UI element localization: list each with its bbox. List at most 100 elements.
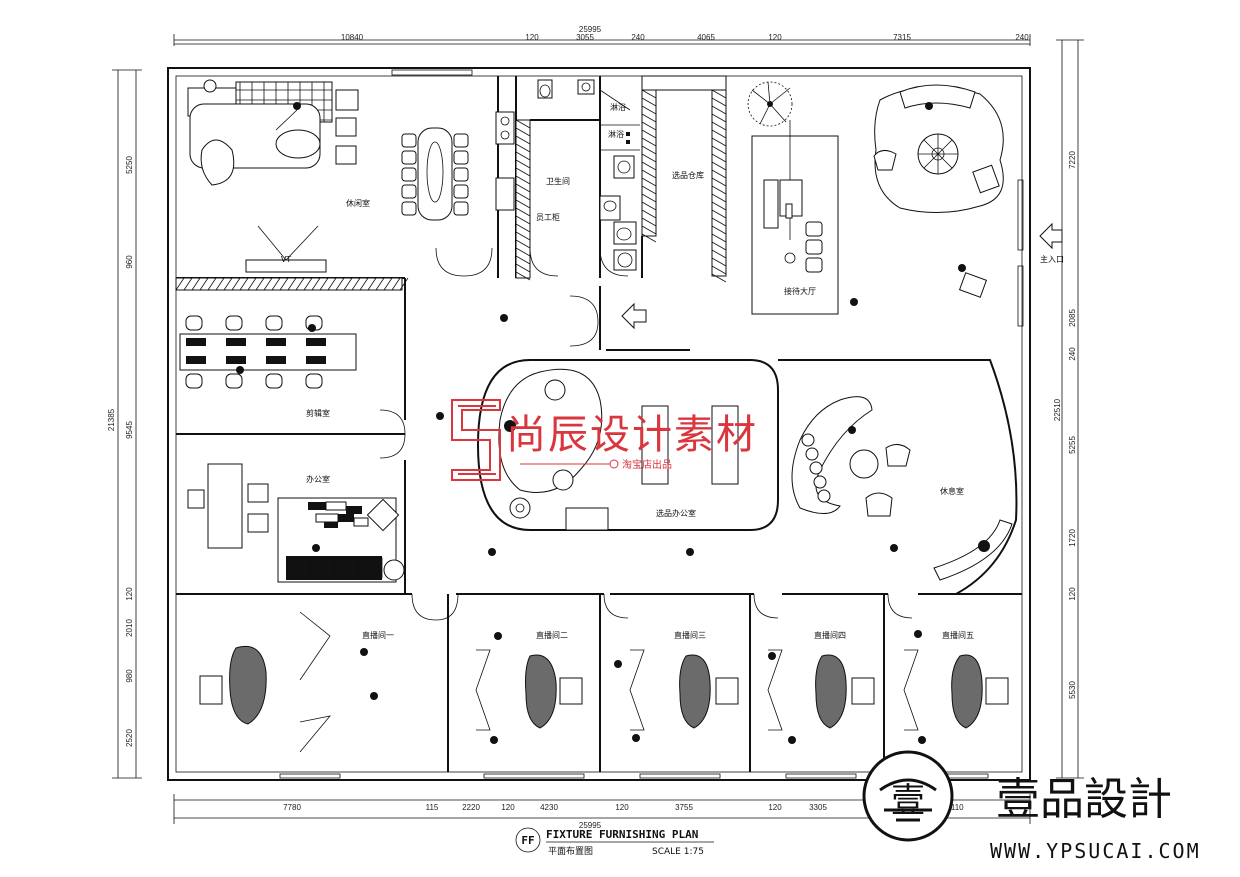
dim-left-7: 2520 — [125, 729, 134, 747]
dim-right-4: 5255 — [1068, 436, 1077, 454]
meeting-chair — [453, 201, 469, 216]
watermark-text: 尚辰设计素材 — [506, 412, 758, 458]
window — [483, 773, 585, 779]
meeting-chair — [453, 150, 469, 165]
rest-room: 休息室 — [778, 359, 1018, 595]
lounge-room: VT 休闲室 — [176, 69, 499, 279]
reception-room: 接待大厅 主入口 — [747, 81, 1064, 327]
meeting-chair — [401, 201, 417, 216]
desk-chair — [265, 373, 283, 389]
dim-bottom-4: 120 — [501, 803, 515, 812]
monitor — [266, 356, 286, 364]
rest-seat — [805, 447, 819, 461]
desk-chair — [185, 315, 203, 331]
label-warehouse: 选品仓库 — [672, 170, 704, 180]
dim-top-3: 3055 — [576, 33, 594, 42]
dim-top-total: 25995 — [579, 25, 602, 34]
brand-logo-icon — [862, 750, 954, 842]
label-live-3: 直播间三 — [674, 630, 706, 640]
dim-top-2: 120 — [525, 33, 539, 42]
dim-bottom-3: 2220 — [462, 803, 480, 812]
window — [279, 773, 341, 779]
label-office: 办公室 — [306, 474, 330, 484]
label-live-2: 直播间二 — [536, 630, 568, 640]
dim-right-2: 2085 — [1068, 309, 1077, 327]
label-shower-1: 淋浴 — [610, 102, 626, 112]
drawing-scale: SCALE 1:75 — [652, 847, 704, 857]
dim-right-7: 5530 — [1068, 681, 1077, 699]
watermark: 尚辰设计素材 淘宝店出品 — [451, 399, 758, 481]
live-rooms: 直播间一 直播间二 直播间三 直播间四 直播间五 — [176, 593, 1022, 779]
meeting-chair — [401, 167, 417, 182]
reception-seat — [805, 257, 823, 273]
dim-left-total: 21385 — [107, 408, 116, 431]
reception-seat — [805, 221, 823, 237]
meeting-chair — [453, 167, 469, 182]
monitor — [186, 356, 206, 364]
label-rest-room: 休息室 — [940, 486, 964, 496]
brand-url: WWW.YPSUCAI.COM — [990, 839, 1201, 863]
dim-top-1: 10840 — [341, 33, 364, 42]
dim-right-6: 120 — [1068, 587, 1077, 601]
left-dimension-chain: 21385 5250 960 9545 120 2010 980 2520 — [107, 69, 142, 779]
window — [785, 773, 857, 779]
dim-bottom-7: 3755 — [675, 803, 693, 812]
dim-right-5: 1720 — [1068, 529, 1077, 547]
dim-left-4: 120 — [125, 587, 134, 601]
label-editing: 剪辑室 — [306, 408, 330, 418]
title-tag: FF — [521, 834, 534, 847]
desk-chair — [265, 315, 283, 331]
monitor — [266, 338, 286, 346]
label-reception: 接待大厅 — [784, 286, 816, 296]
label-shower-2: 淋浴 — [608, 129, 624, 139]
meeting-chair — [401, 133, 417, 148]
brand-name: 壹品設計 — [996, 774, 1172, 825]
dim-right-total: 22510 — [1053, 398, 1062, 421]
reception-seat — [805, 239, 823, 255]
dim-bottom-6: 120 — [615, 803, 629, 812]
dim-top-6: 120 — [768, 33, 782, 42]
service-block: 淋浴 淋浴 卫生间 员工柜 选品仓库 — [495, 75, 727, 283]
editing-room: 剪辑室 — [175, 277, 409, 435]
doors — [379, 247, 913, 621]
window — [639, 773, 721, 779]
monitor — [306, 338, 326, 346]
label-tv: VT — [281, 255, 291, 264]
dim-bottom-8: 120 — [768, 803, 782, 812]
drawing-title: FIXTURE FURNISHING PLAN — [546, 828, 698, 841]
monitor — [226, 338, 246, 346]
top-dimension-chain: 25995 10840 120 3055 240 4065 120 7315 2… — [173, 25, 1031, 46]
watermark-sub: 淘宝店出品 — [622, 458, 672, 471]
title-block: FF FIXTURE FURNISHING PLAN 平面布置图 SCALE 1… — [515, 827, 714, 857]
rest-seat — [809, 461, 823, 475]
meeting-chair — [453, 184, 469, 199]
dim-bottom-11: 3110 — [946, 803, 964, 812]
label-selection-office: 选品办公室 — [656, 508, 696, 518]
label-live-1: 直播间一 — [362, 630, 394, 640]
dim-left-6: 980 — [125, 669, 134, 683]
selection-office-room: 选品办公室 — [476, 359, 779, 531]
corridor-arrow-icon — [599, 286, 690, 351]
label-entrance: 主入口 — [1040, 254, 1064, 264]
dim-bottom-2: 115 — [426, 803, 439, 812]
label-staff-cabinet: 员工柜 — [536, 212, 560, 222]
brand-logo-char: 壹 — [891, 781, 925, 821]
dim-left-5: 2010 — [125, 619, 134, 637]
dim-bottom-total: 25995 — [579, 821, 602, 830]
right-dimension-chain: 7220 2085 240 5255 1720 120 5530 22510 — [1053, 39, 1084, 779]
dim-top-8: 240 — [1015, 33, 1029, 42]
drawing-subtitle: 平面布置图 — [548, 845, 593, 857]
tree-icon — [747, 81, 793, 127]
dim-left-2: 960 — [125, 255, 134, 269]
rest-seat — [813, 475, 827, 489]
people-figures — [236, 298, 926, 744]
dim-right-1: 7220 — [1068, 151, 1077, 169]
desk-chair — [305, 373, 323, 389]
dim-top-4: 240 — [631, 33, 645, 42]
label-lounge: 休闲室 — [346, 198, 370, 208]
dim-bottom-9: 3305 — [809, 803, 827, 812]
label-live-5: 直播间五 — [942, 630, 974, 640]
desk-chair — [225, 315, 243, 331]
dim-bottom-1: 7780 — [283, 803, 301, 812]
